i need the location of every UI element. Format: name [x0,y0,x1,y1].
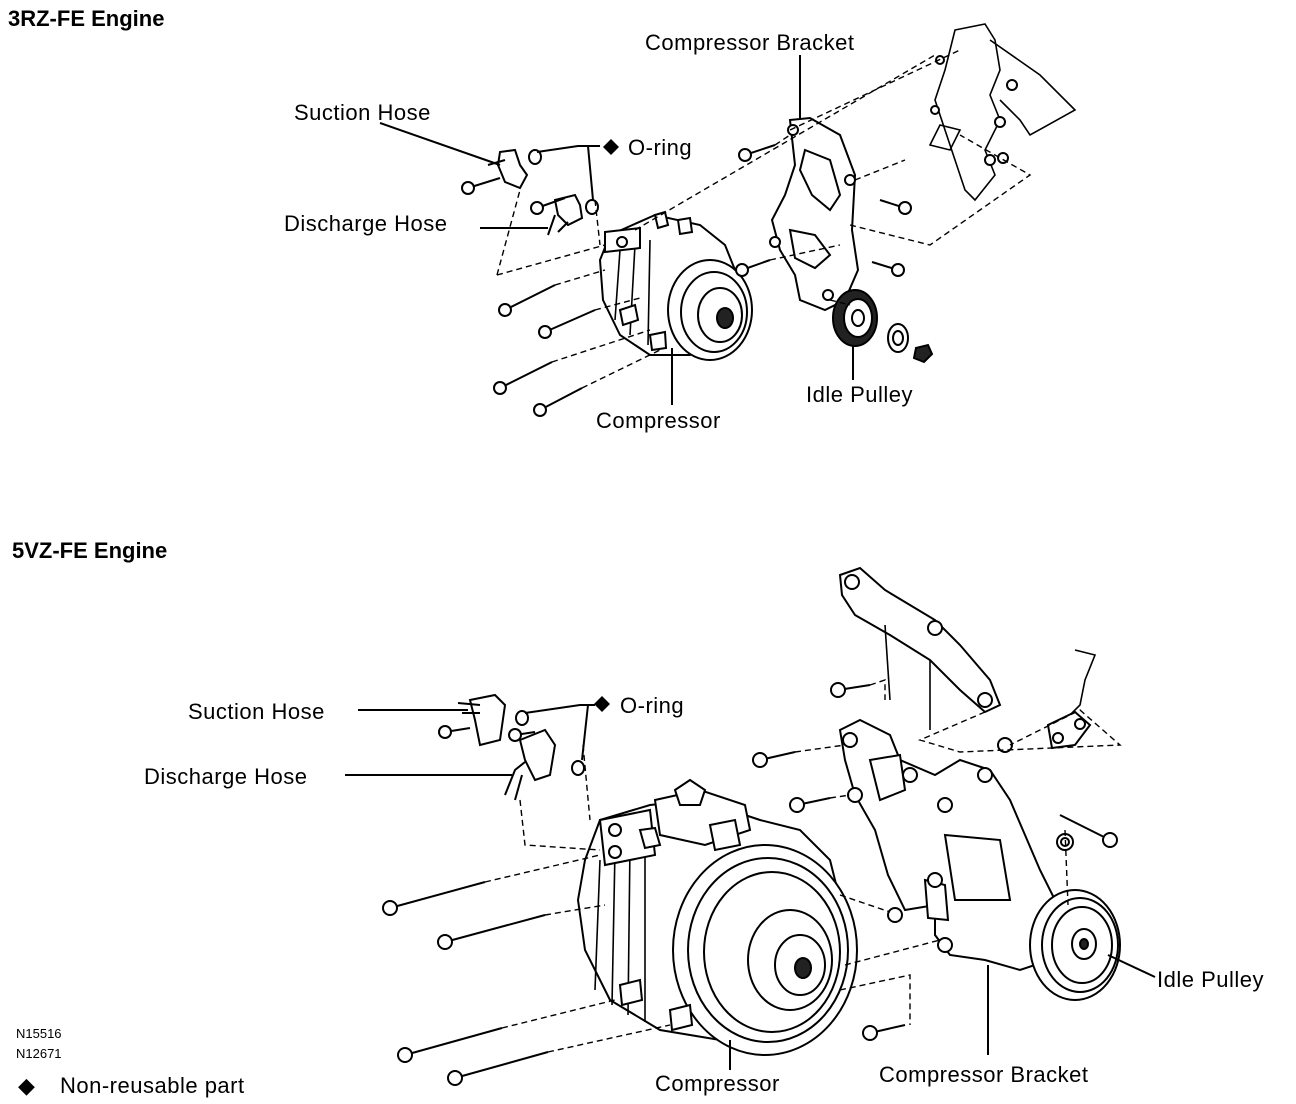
figure-code: N12671 [16,1046,62,1061]
bolt [738,144,776,162]
legend: ◆ Non-reusable part [18,1073,245,1098]
bolt [997,737,1013,753]
bolt [830,682,871,698]
label-compressor-bracket: Compressor Bracket [645,30,855,55]
idle-pulley-5vz [1029,889,1121,1001]
label-compressor-bracket: Compressor Bracket [879,1062,1089,1087]
bolt [752,751,796,768]
label-idle-pulley: Idle Pulley [806,382,913,407]
non-reusable-diamond-icon [603,139,619,155]
bolt [437,914,546,950]
hoses-3rz [487,148,584,236]
bolt [493,361,553,395]
upper-bracket-5vz [838,566,1002,730]
label-suction-hose: Suction Hose [188,699,325,724]
legend-text: Non-reusable part [60,1073,245,1098]
bolt [530,197,566,215]
bolt [397,1027,503,1063]
bolt [382,881,486,916]
bolt [508,728,536,742]
compressor-bracket-5vz [838,718,1062,972]
bolt [862,1024,906,1041]
compressor-5vz [576,778,858,1056]
assembly-lines-3rz [496,49,1032,389]
bolt [879,199,912,215]
figure-code: N15516 [16,1026,62,1041]
o-rings-5vz [515,710,585,776]
non-reusable-diamond-icon [594,696,610,712]
bolts-5vz [382,682,1118,1086]
figure-codes: N15516 N12671 [16,1026,62,1061]
hoses-5vz [457,693,557,801]
compressor-bracket-3rz [769,116,860,312]
legend-diamond-icon: ◆ [18,1073,35,1098]
idle-pulley-3rz [832,289,934,364]
bolt [461,177,501,195]
bolts-3rz [461,144,912,417]
bolt [789,797,831,813]
bolt [871,261,905,277]
assembly-lines-5vz [484,679,1122,1053]
bolt [498,284,556,317]
section-title-5vz-fe: 5VZ-FE Engine [12,538,167,563]
leader-lines-5vz [345,704,1156,1070]
engine-block-3rz [928,23,1077,202]
label-compressor: Compressor [655,1071,780,1096]
section-title-3rz-fe: 3RZ-FE Engine [8,6,164,31]
bolt [533,387,583,417]
engine-fragment-5vz [1046,649,1097,750]
leader-lines-3rz [379,55,854,405]
label-idle-pulley: Idle Pulley [1157,967,1264,992]
label-discharge-hose: Discharge Hose [144,764,308,789]
bolt [447,1051,549,1086]
o-rings-3rz [528,149,599,215]
section-3rz-fe: 3RZ-FE Engine [8,6,1077,433]
compressor-3rz [598,210,753,361]
bolt [735,259,771,277]
label-o-ring: O-ring [628,135,692,160]
bolt [1059,814,1118,848]
label-o-ring: O-ring [620,693,684,718]
label-suction-hose: Suction Hose [294,100,431,125]
bolt [538,309,596,339]
bolt [438,725,471,739]
section-5vz-fe: 5VZ-FE Engine [12,538,1264,1096]
label-discharge-hose: Discharge Hose [284,211,448,236]
label-compressor: Compressor [596,408,721,433]
